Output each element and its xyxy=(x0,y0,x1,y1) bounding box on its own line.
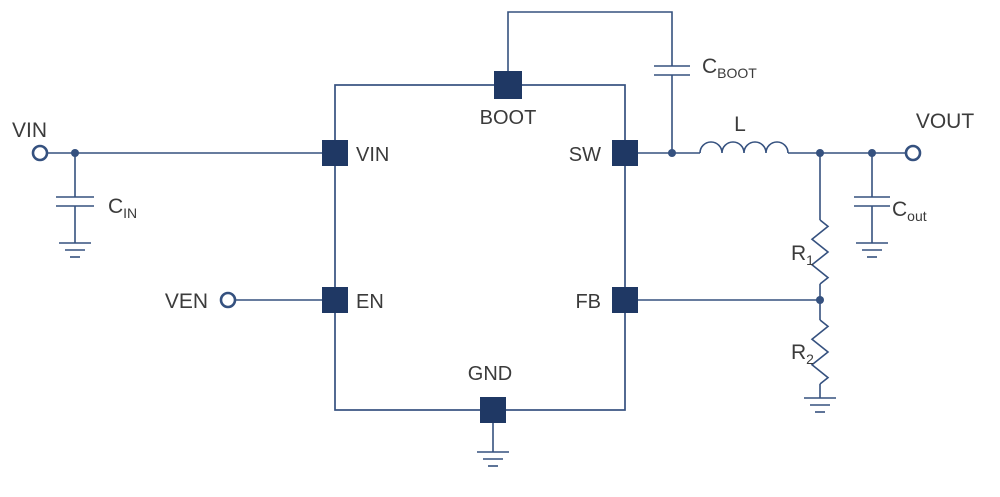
ic-pins xyxy=(322,71,638,423)
ground-symbol-r2 xyxy=(803,397,837,413)
labels: VIN VEN VOUT VIN EN BOOT SW FB GND CIN C… xyxy=(12,55,974,385)
vin-pin xyxy=(322,140,348,166)
pin-label-fb: FB xyxy=(575,291,601,313)
junction-fb xyxy=(816,296,824,304)
inductor-label: L xyxy=(734,113,746,136)
ground-symbol-cout xyxy=(855,242,889,258)
inductor-coil xyxy=(699,141,789,154)
ground-symbol-cin xyxy=(58,242,92,258)
pin-label-en: EN xyxy=(356,291,384,313)
vout-terminal xyxy=(904,144,922,162)
resistor-r1-zigzag xyxy=(810,219,830,285)
sw-pin xyxy=(612,140,638,166)
r2-label: R2 xyxy=(791,341,814,367)
vout-terminal-label: VOUT xyxy=(916,110,975,133)
pin-label-sw: SW xyxy=(569,144,601,166)
junction-cout xyxy=(868,149,876,157)
cout-label: Cout xyxy=(892,198,927,224)
junction-cboot-sw xyxy=(668,149,676,157)
junction-cin xyxy=(71,149,79,157)
r1-label: R1 xyxy=(791,242,814,268)
junction-r1-top xyxy=(816,149,824,157)
pin-label-gnd: GND xyxy=(468,363,512,385)
resistor-r2-zigzag xyxy=(810,319,830,385)
ic-body xyxy=(334,84,626,411)
fb-pin xyxy=(612,287,638,313)
cin-label: CIN xyxy=(108,195,137,221)
ven-terminal xyxy=(219,291,237,309)
ground-symbol-gnd xyxy=(476,451,510,467)
pin-label-vin: VIN xyxy=(356,144,389,166)
en-pin xyxy=(322,287,348,313)
gnd-pin xyxy=(480,397,506,423)
vin-terminal-label: VIN xyxy=(12,119,47,142)
terminals xyxy=(31,144,922,309)
junction-dots xyxy=(71,149,876,304)
wires xyxy=(47,11,906,467)
ven-terminal-label: VEN xyxy=(165,290,208,313)
cboot-label: CBOOT xyxy=(702,55,757,81)
vin-terminal xyxy=(31,144,49,162)
boot-pin xyxy=(494,71,522,99)
pin-label-boot: BOOT xyxy=(480,107,537,129)
wire-boot-loop xyxy=(507,11,673,71)
